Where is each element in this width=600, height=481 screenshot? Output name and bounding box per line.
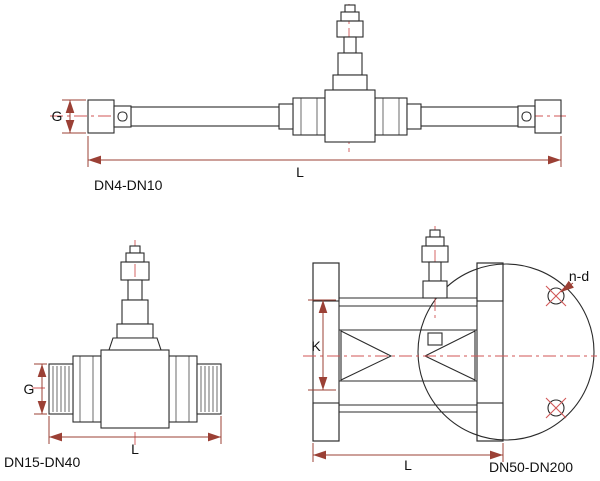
- flange-outline-circle: [417, 263, 595, 441]
- drawing-dn50-dn200: n-d K L DN50-DN200: [303, 226, 597, 475]
- left-extension-tube: [130, 106, 280, 127]
- dim-label-g: G: [52, 108, 63, 124]
- drawing-dn15-dn40: G L DN15-DN40: [4, 240, 222, 470]
- dim-label-g: G: [24, 381, 35, 397]
- caption-dn4-dn10: DN4-DN10: [94, 177, 163, 193]
- right-thread: [196, 363, 222, 415]
- caption-dn50-dn200: DN50-DN200: [489, 459, 573, 475]
- dim-label-k: K: [311, 338, 321, 354]
- meter-body-section: [339, 297, 477, 413]
- dimension-k: K: [308, 299, 336, 391]
- bolt-hole-top: [545, 285, 567, 307]
- bolt-hole-bottom: [545, 397, 567, 419]
- sensor-transmitter: [421, 229, 449, 299]
- left-end-fitting: [87, 99, 132, 134]
- caption-dn15-dn40: DN15-DN40: [4, 454, 80, 470]
- dimension-g: G: [52, 99, 86, 134]
- bolt-holes-callout: n-d: [560, 268, 589, 293]
- dim-label-l: L: [404, 457, 412, 473]
- sensor-transmitter: [108, 245, 162, 351]
- sensor-transmitter: [332, 4, 368, 91]
- left-thread: [48, 363, 74, 415]
- right-end-fitting: [517, 99, 562, 134]
- meter-body: [72, 349, 198, 429]
- outlet-flow-cone: [423, 330, 476, 381]
- dimension-g: G: [24, 363, 47, 415]
- turbine-rotor: [427, 332, 443, 346]
- right-flange: [476, 262, 504, 442]
- meter-body: [278, 89, 422, 143]
- dim-label-l: L: [296, 164, 304, 180]
- bolt-holes-label: n-d: [569, 268, 589, 284]
- drawing-dn4-dn10: G L DN4-DN10: [50, 4, 566, 193]
- dim-label-l: L: [131, 441, 139, 457]
- right-extension-tube: [420, 106, 519, 127]
- dimension-l: L: [48, 416, 222, 457]
- dimension-l: L: [87, 136, 562, 180]
- dimension-l: L: [312, 443, 504, 473]
- inlet-flow-cone: [340, 330, 393, 381]
